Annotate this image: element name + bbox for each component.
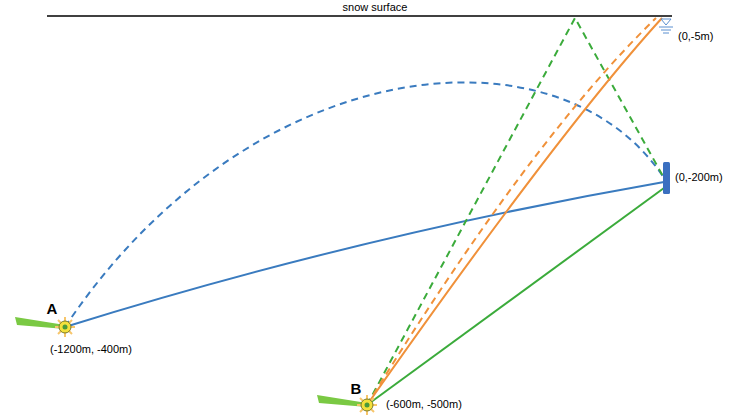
source-name: A <box>47 300 58 318</box>
source-b-symbol <box>317 395 377 415</box>
source-a-symbol <box>15 317 75 337</box>
source-name: B <box>351 380 362 398</box>
receiver-bar <box>663 162 670 194</box>
coordinate-label: (-600m, -500m) <box>386 398 462 411</box>
snow-surface-line <box>47 15 672 17</box>
ray-paths <box>65 18 664 405</box>
water-symbol <box>659 19 673 33</box>
coordinate-label: (-1200m, -400m) <box>50 343 132 356</box>
orange-ray <box>367 18 662 405</box>
green-ray <box>367 188 664 405</box>
blue-dashed-ray <box>65 82 664 327</box>
surface-label: snow surface <box>343 1 408 14</box>
coordinate-label: (0,-5m) <box>678 30 713 43</box>
coordinate-label: (0,-200m) <box>675 171 723 184</box>
green-dashed-ray <box>367 18 664 405</box>
